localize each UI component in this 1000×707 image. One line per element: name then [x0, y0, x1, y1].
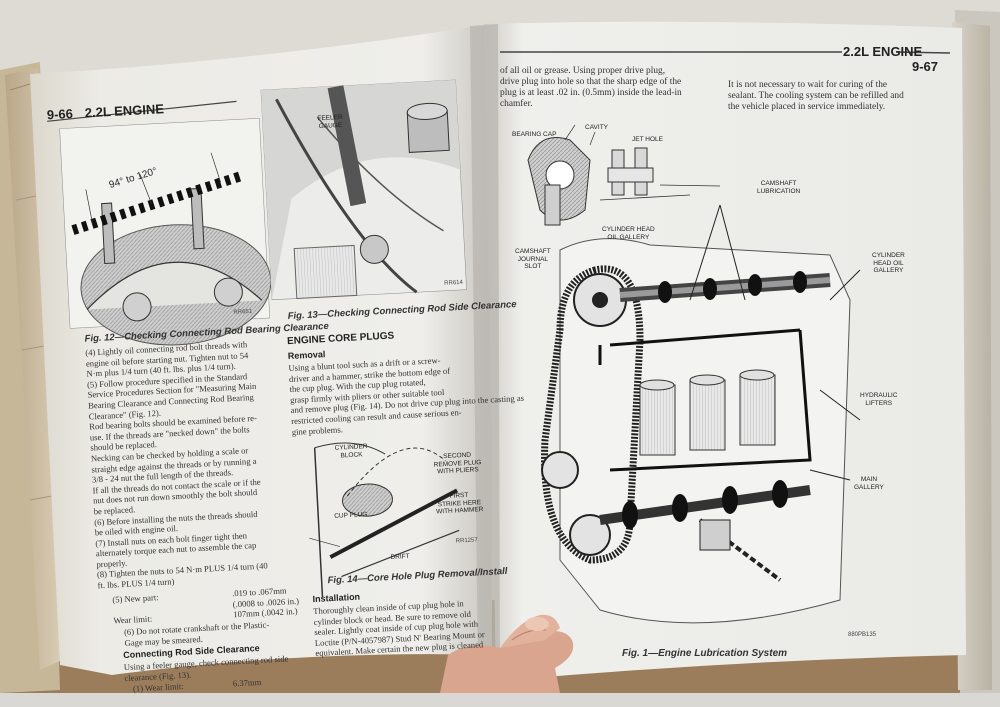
right-top-left-text: of all oil or grease. Using proper drive…	[500, 66, 682, 110]
gutter-shadow	[470, 24, 500, 682]
right-page-number: 9-67	[912, 59, 939, 74]
hand	[440, 614, 574, 693]
text-line: drive plug into hole so that the sharp e…	[500, 77, 682, 87]
figure-13-drawing	[260, 79, 467, 301]
timing-belt	[541, 265, 644, 564]
right-top-right-text: It is not necessary to wait for curing o…	[728, 80, 904, 113]
fig1-caption: Fig. 1—Engine Lubrication System	[622, 648, 788, 659]
right-page-section: 2.2L ENGINE	[843, 44, 923, 59]
figure-12-drawing	[59, 117, 272, 346]
text-line: plug is at least .02 in. (0.5mm) inside …	[500, 88, 682, 98]
label-cavity: CAVITY	[585, 124, 608, 131]
fig1-code: 880PB135	[848, 632, 877, 638]
label-bearing-cap: BEARING CAP	[512, 131, 557, 138]
text-line: the vehicle placed in service immediatel…	[728, 102, 886, 112]
text-line: of all oil or grease. Using proper drive…	[500, 66, 666, 76]
oil-gallery-line	[609, 328, 801, 347]
label-jet-hole: JET HOLE	[632, 136, 663, 143]
text-line: chamfer.	[500, 99, 533, 109]
figure-1-engine-drawing	[541, 204, 861, 624]
page-edges-left	[5, 68, 62, 670]
pistons	[639, 369, 776, 456]
figure-14-drawing	[309, 442, 460, 598]
figure-1-inset	[527, 124, 721, 226]
text-line: It is not necessary to wait for curing o…	[728, 80, 888, 90]
text-line: sealant. The cooling system can be refil…	[728, 91, 904, 101]
